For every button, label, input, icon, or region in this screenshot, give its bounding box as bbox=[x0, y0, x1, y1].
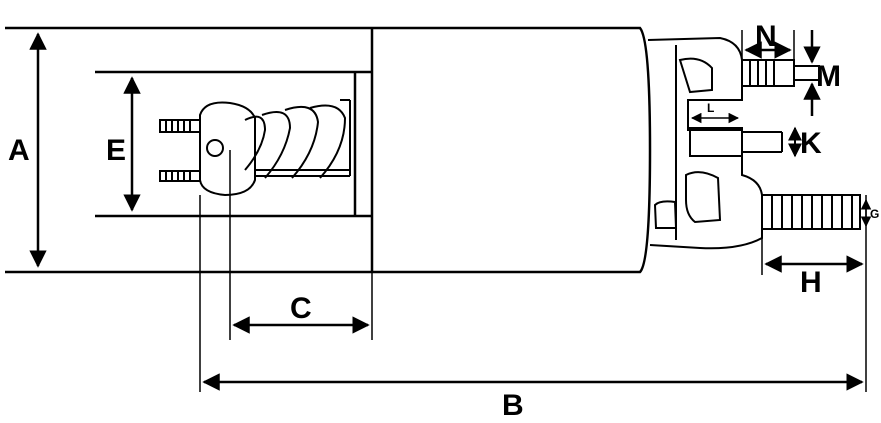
terminal-cap bbox=[647, 36, 861, 250]
extension-lines bbox=[199, 30, 867, 392]
plunger-spring-assembly bbox=[159, 99, 351, 197]
dimension-labels: A E C B H N M K L G bbox=[8, 20, 879, 422]
label-B: B bbox=[502, 389, 524, 422]
solenoid-body bbox=[5, 26, 652, 274]
label-M: M bbox=[816, 60, 841, 93]
label-N: N bbox=[755, 20, 777, 53]
label-C: C bbox=[290, 292, 312, 325]
label-G: G bbox=[870, 207, 879, 221]
label-E: E bbox=[106, 134, 126, 167]
label-H: H bbox=[800, 266, 822, 299]
label-A: A bbox=[8, 134, 30, 167]
dimension-arrows bbox=[29, 30, 872, 391]
label-L: L bbox=[707, 101, 714, 115]
label-K: K bbox=[800, 127, 822, 160]
